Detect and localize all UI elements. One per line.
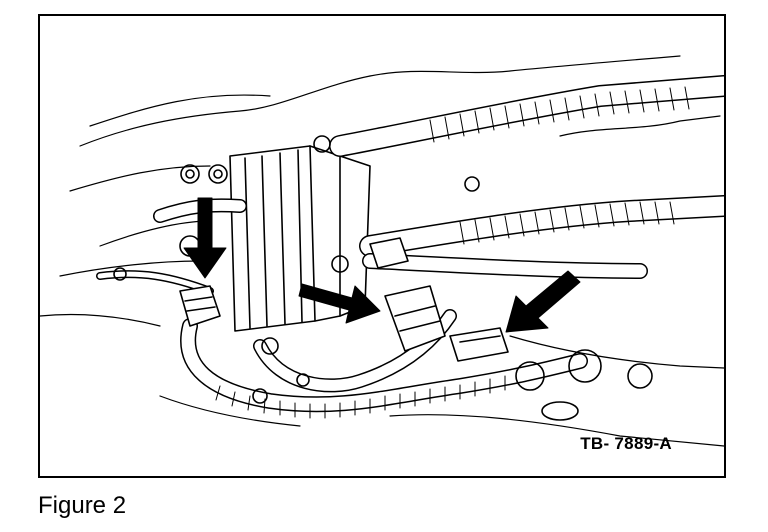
callout-arrows bbox=[183, 197, 581, 333]
figure-caption: Figure 2 bbox=[38, 492, 127, 519]
figure-reference-code: TB- 7889-A bbox=[580, 434, 672, 453]
engine-bolts bbox=[113, 135, 653, 421]
arrow-center-connector bbox=[298, 283, 381, 324]
diagram-frame: TB- 7889-A bbox=[38, 14, 726, 478]
engine-background-lines bbox=[40, 55, 724, 447]
arrow-right-connector bbox=[505, 270, 581, 333]
arrow-left-connector bbox=[183, 197, 227, 279]
harness-corrugation bbox=[215, 86, 690, 419]
electrical-connectors bbox=[179, 237, 509, 362]
harness-tubes bbox=[96, 75, 724, 413]
engine-harness-illustration bbox=[40, 55, 724, 447]
